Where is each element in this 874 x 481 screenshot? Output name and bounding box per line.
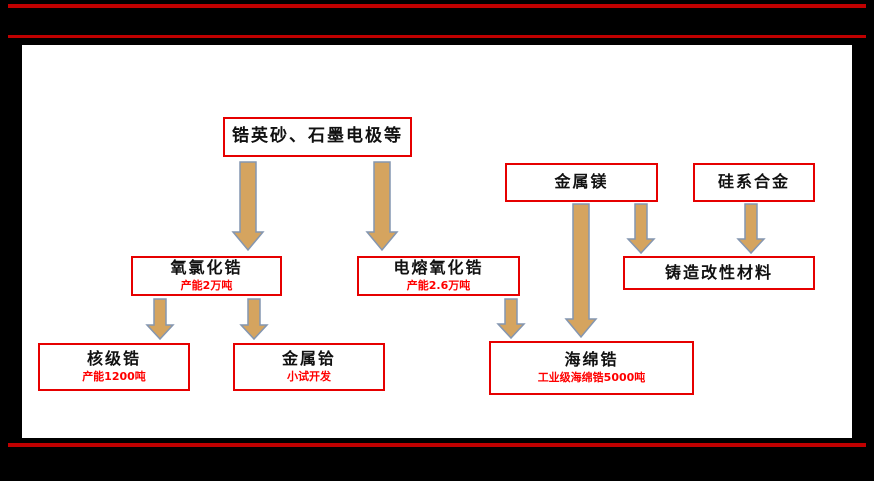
- node-label: 硅系合金: [717, 172, 790, 192]
- bottom-red-rule: [8, 443, 866, 447]
- node-fused-zirconia: 电熔氧化锆 产能2.6万吨: [357, 256, 520, 296]
- top-red-rule: [8, 4, 866, 8]
- node-label: 电熔氧化锆: [393, 258, 484, 278]
- capacity-note: 产能2万吨: [180, 278, 233, 292]
- node-zirconium-oxychloride: 氧氯化锆 产能2万吨: [131, 256, 282, 296]
- node-label: 核级锆: [86, 349, 141, 369]
- node-nuclear-grade-zirconium: 核级锆 产能1200吨: [38, 343, 190, 391]
- capacity-note: 产能2.6万吨: [406, 278, 471, 292]
- node-label: 金属铪: [281, 349, 336, 369]
- capacity-note: 小试开发: [287, 369, 331, 383]
- node-label: 氧氯化锆: [170, 258, 243, 278]
- node-casting-materials: 铸造改性材料: [623, 256, 815, 290]
- capacity-note: 产能1200吨: [82, 369, 146, 383]
- second-red-rule: [8, 35, 866, 38]
- node-label: 金属镁: [554, 172, 609, 192]
- node-raw-materials: 锆英砂、石墨电极等: [223, 117, 412, 157]
- node-label: 海绵锆: [564, 350, 619, 370]
- node-sponge-zirconium: 海绵锆 工业级海绵锆5000吨: [489, 341, 694, 395]
- node-magnesium: 金属镁: [505, 163, 658, 202]
- node-hafnium-metal: 金属铪 小试开发: [233, 343, 385, 391]
- node-silicon-alloy: 硅系合金: [693, 163, 815, 202]
- node-label: 铸造改性材料: [664, 262, 773, 282]
- node-label: 锆英砂、石墨电极等: [232, 126, 403, 147]
- capacity-note: 工业级海绵锆5000吨: [537, 370, 646, 384]
